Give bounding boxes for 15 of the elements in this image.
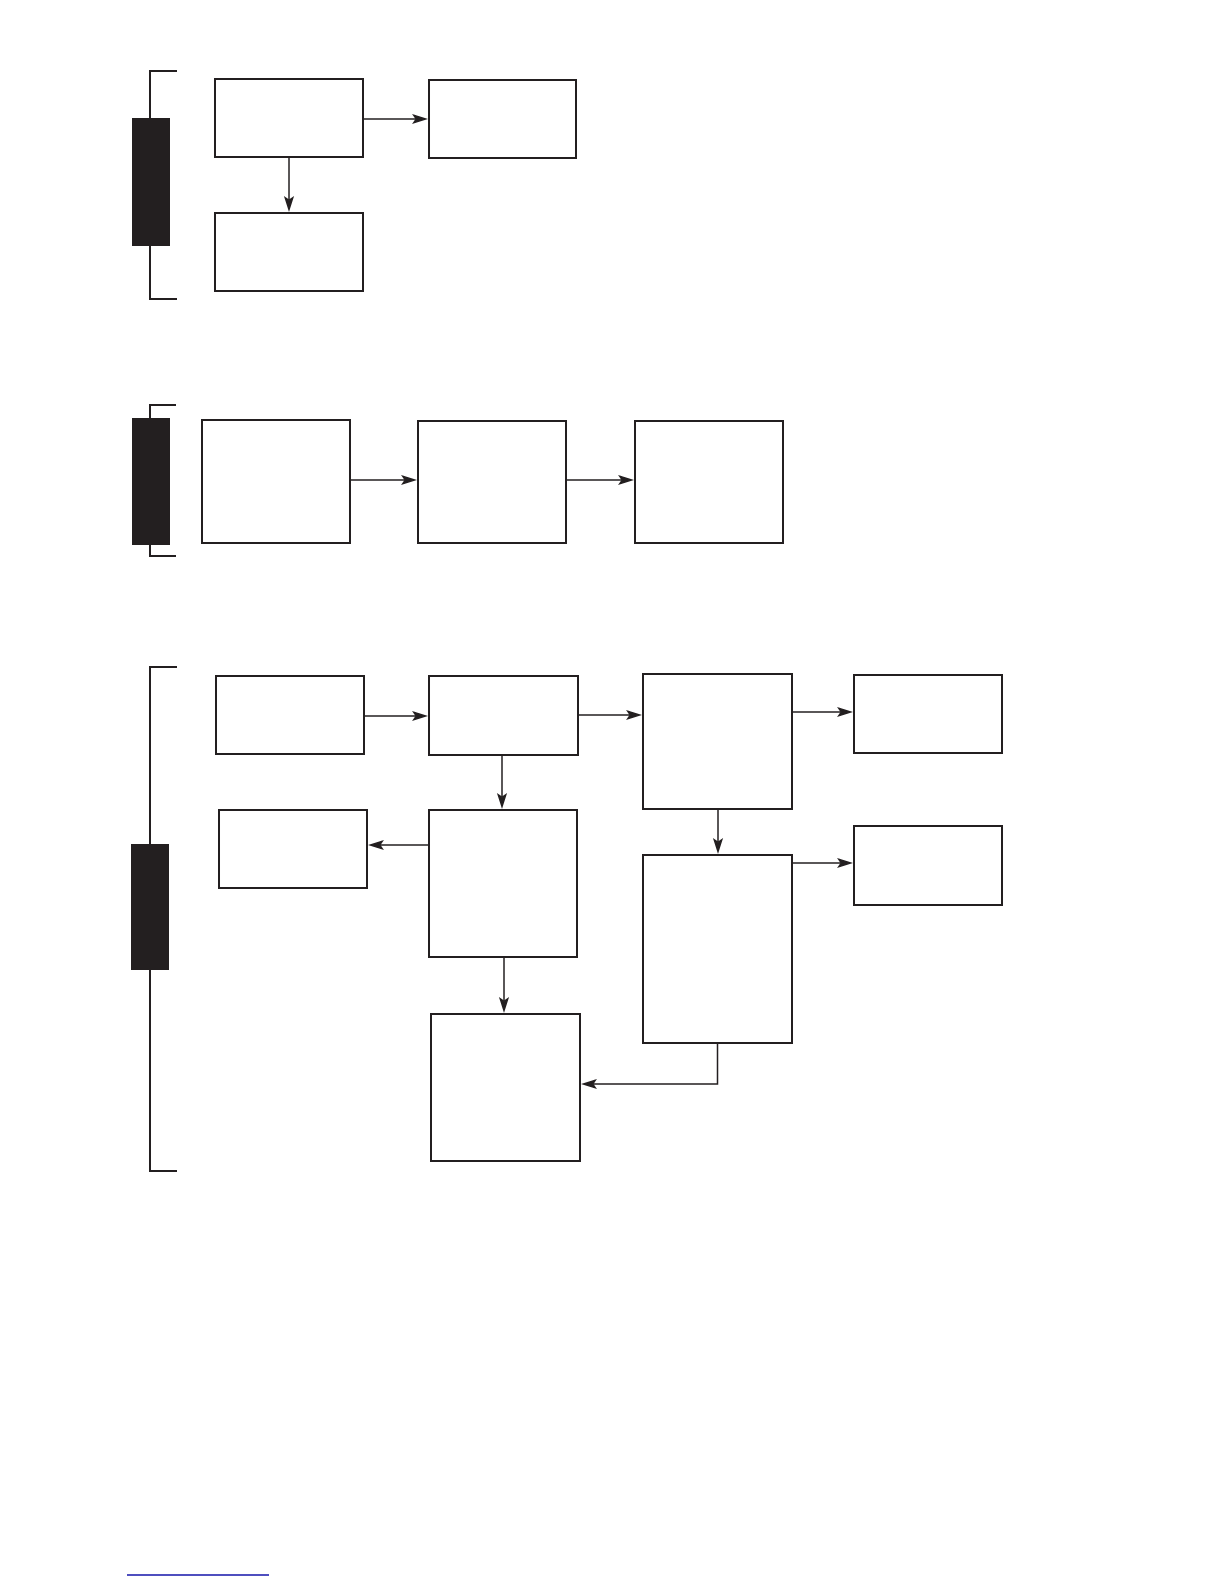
empty-box — [428, 809, 578, 958]
empty-box — [853, 825, 1003, 906]
empty-box — [215, 675, 365, 755]
empty-box — [417, 420, 567, 544]
empty-box — [214, 212, 364, 292]
empty-box — [853, 674, 1003, 754]
empty-box — [430, 1013, 581, 1162]
empty-box — [214, 78, 364, 158]
empty-box — [428, 79, 577, 159]
empty-box — [428, 675, 579, 756]
empty-box — [634, 420, 784, 544]
empty-box — [642, 673, 793, 810]
empty-box — [218, 809, 368, 889]
empty-box — [642, 854, 793, 1044]
empty-box — [201, 419, 351, 544]
